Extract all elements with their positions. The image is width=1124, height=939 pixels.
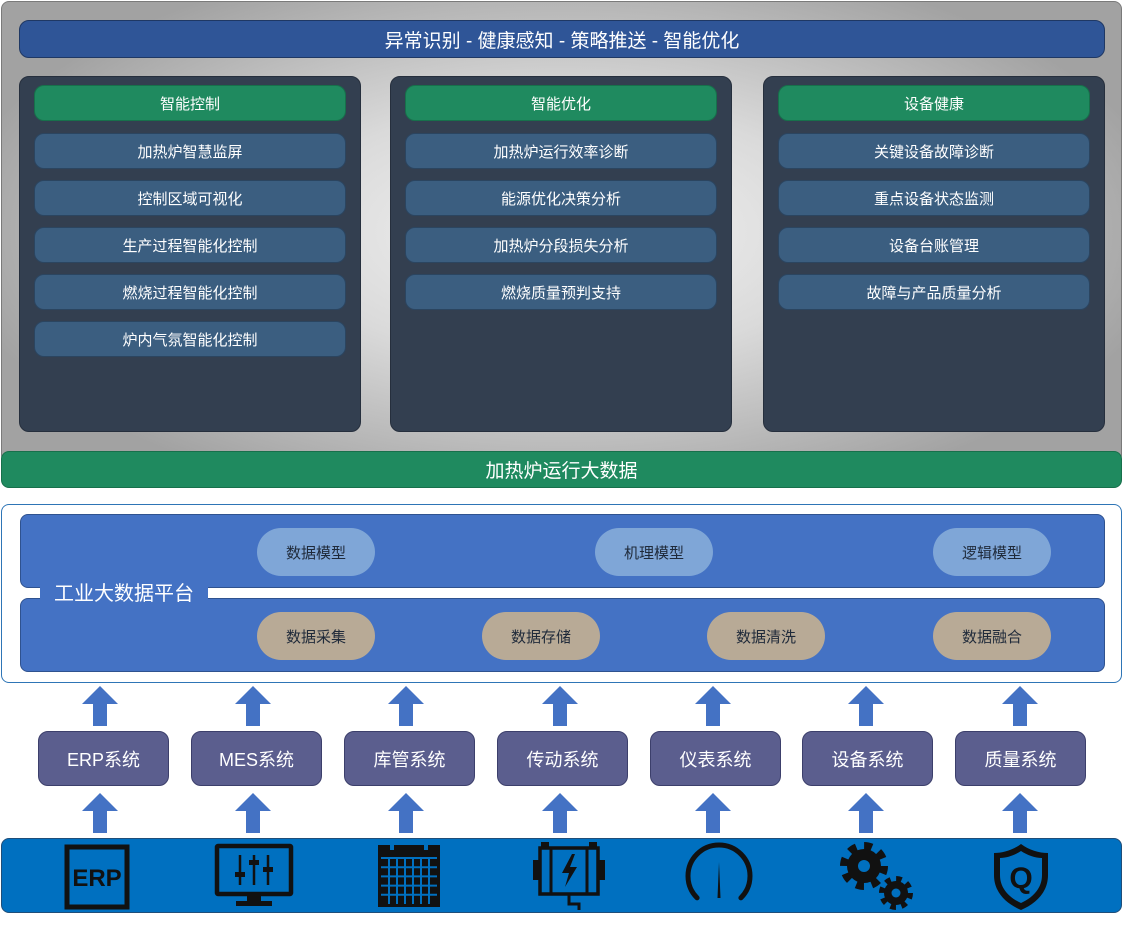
up-arrow-icon [1002,686,1038,726]
up-arrow-icon [848,793,884,833]
system-box-instrument: 仪表系统 [650,731,781,786]
system-box-erp: ERP系统 [38,731,169,786]
up-arrow-icon [848,686,884,726]
panel-item: 生产过程智能化控制 [34,227,346,263]
up-arrow-icon [235,793,271,833]
electrical-cabinet-icon [533,842,605,910]
up-arrow-icon [542,686,578,726]
platform-label: 工业大数据平台 [40,583,208,605]
panel-item: 燃烧质量预判支持 [405,274,717,310]
up-arrow-icon [82,686,118,726]
process-pill: 数据存储 [482,612,600,660]
system-box-equipment: 设备系统 [802,731,933,786]
process-pill: 数据采集 [257,612,375,660]
up-arrow-icon [1002,793,1038,833]
calendar-grid-icon [378,845,440,907]
model-pill: 逻辑模型 [933,528,1051,576]
application-layer: 异常识别 - 健康感知 - 策略推送 - 智能优化 智能控制 加热炉智慧监屏 控… [1,1,1122,463]
panel-item: 加热炉智慧监屏 [34,133,346,169]
panel-smart-optimization: 智能优化 加热炉运行效率诊断 能源优化决策分析 加热炉分段损失分析 燃烧质量预判… [390,76,732,432]
system-box-warehouse: 库管系统 [344,731,475,786]
erp-icon: ERP [64,844,130,910]
panel-title: 智能控制 [34,85,346,121]
panel-item: 加热炉运行效率诊断 [405,133,717,169]
model-layer: 数据模型 机理模型 逻辑模型 [20,514,1105,588]
panel-title: 设备健康 [778,85,1090,121]
shield-q-icon: Q [994,844,1048,910]
panel-item: 关键设备故障诊断 [778,133,1090,169]
big-data-platform: 数据模型 机理模型 逻辑模型 工业大数据平台 数据采集 数据存储 数据清洗 数据… [1,504,1122,683]
model-pill: 数据模型 [257,528,375,576]
up-arrow-icon [235,686,271,726]
panel-item: 故障与产品质量分析 [778,274,1090,310]
data-source-bar: ERP [1,838,1122,913]
up-arrow-icon [388,793,424,833]
up-arrow-icon [695,793,731,833]
gauge-icon [685,842,753,901]
data-process-layer: 数据采集 数据存储 数据清洗 数据融合 [20,598,1105,672]
panel-item: 燃烧过程智能化控制 [34,274,346,310]
panel-item: 能源优化决策分析 [405,180,717,216]
panel-smart-control: 智能控制 加热炉智慧监屏 控制区域可视化 生产过程智能化控制 燃烧过程智能化控制… [19,76,361,432]
erp-icon-label: ERP [72,865,121,892]
shield-q-label: Q [1009,862,1032,895]
panel-item: 加热炉分段损失分析 [405,227,717,263]
process-pill: 数据融合 [933,612,1051,660]
monitor-sliders-icon [214,843,294,906]
system-box-quality: 质量系统 [955,731,1086,786]
furnace-big-data-bar: 加热炉运行大数据 [1,451,1122,488]
system-box-mes: MES系统 [191,731,322,786]
panel-item: 炉内气氛智能化控制 [34,321,346,357]
up-arrow-icon [82,793,118,833]
capability-banner: 异常识别 - 健康感知 - 策略推送 - 智能优化 [19,20,1105,58]
panel-equipment-health: 设备健康 关键设备故障诊断 重点设备状态监测 设备台账管理 故障与产品质量分析 [763,76,1105,432]
gears-icon [840,842,913,910]
model-pill: 机理模型 [595,528,713,576]
panel-item: 控制区域可视化 [34,180,346,216]
panel-item: 设备台账管理 [778,227,1090,263]
panel-title: 智能优化 [405,85,717,121]
up-arrow-icon [542,793,578,833]
up-arrow-icon [388,686,424,726]
up-arrow-icon [695,686,731,726]
system-box-drive: 传动系统 [497,731,628,786]
process-pill: 数据清洗 [707,612,825,660]
panel-item: 重点设备状态监测 [778,180,1090,216]
